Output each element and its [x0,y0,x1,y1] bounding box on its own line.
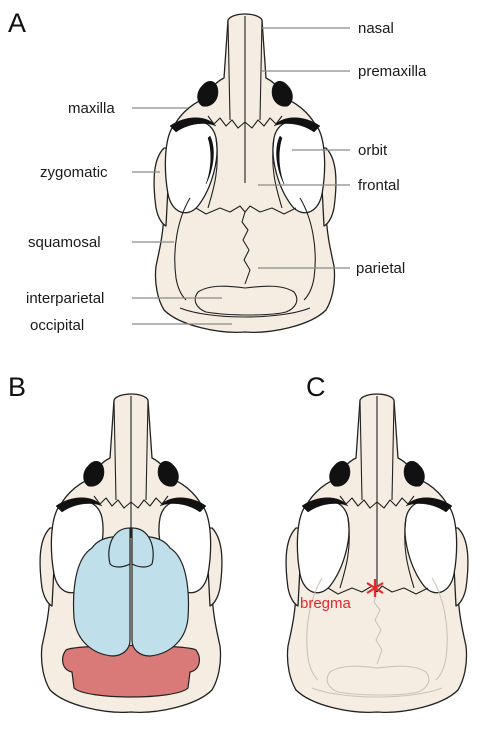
skull-c [285,393,469,713]
panel-letter-a: A [8,8,26,38]
orbit-left [164,119,218,214]
olfactory-right [131,527,154,568]
label-frontal: frontal [358,177,400,194]
orbit-right [272,119,326,214]
label-parietal: parietal [356,260,405,277]
label-premaxilla: premaxilla [358,63,427,80]
label-nasal: nasal [358,20,394,37]
panel-c: C br [285,372,469,713]
label-interparietal: interparietal [26,290,104,307]
label-bregma: bregma [300,595,352,612]
label-orbit: orbit [358,142,388,159]
skull-b [39,393,223,713]
label-occipital: occipital [30,317,84,334]
panel-a: A [8,8,427,334]
label-squamosal: squamosal [28,234,101,251]
panel-letter-c: C [306,372,326,402]
panel-letter-b: B [8,372,26,402]
olfactory-left [108,527,131,568]
bregma-marker [366,579,384,597]
skull-a [153,13,337,333]
cerebellum [62,644,200,698]
label-maxilla: maxilla [68,100,115,117]
panel-b: B [8,372,223,713]
label-zygomatic: zygomatic [40,164,108,181]
